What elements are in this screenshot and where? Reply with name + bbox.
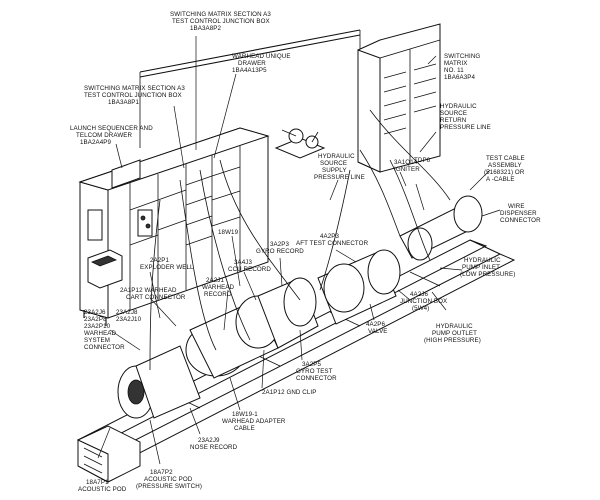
- label-sw-a3-control-box-p2: SWITCHING MATRIX SECTION A3 TEST CONTROL…: [170, 11, 273, 32]
- label-tdp6: TDP6: [414, 157, 431, 164]
- console-cabinets: [78, 127, 270, 326]
- label-warhead-system-connector: 23A2J6 23A2J8 23A2P8 23A2J10 23A2P10 WAR…: [84, 309, 143, 351]
- label-igniter: 3A1Q14 IGNITER: [394, 159, 420, 173]
- switching-matrix-cabinet: [357, 23, 441, 173]
- label-hyd-pump-outlet: HYDRAULIC PUMP OUTLET (HIGH PRESSURE): [424, 323, 481, 344]
- hydraulic-source-unit: [274, 128, 326, 159]
- label-junction-box: 4A2J6 JUNCTION BOX (5W4): [400, 291, 449, 312]
- label-aft-test: 4A2P3 AFT TEST CONNECTOR: [296, 233, 369, 247]
- label-hyd-pump-inlet: HYDRAULIC PUMP INLET (LOW PRESSURE): [460, 257, 515, 278]
- cables: [149, 109, 451, 371]
- torpedo: [117, 195, 483, 419]
- label-wire-dispenser: WIRE DISPENSER CONNECTOR: [500, 203, 541, 224]
- label-ccu-record: 3A4J3 CCU RECORD: [228, 259, 271, 273]
- label-nose-record: 23A2J9 NOSE RECORD: [190, 437, 238, 451]
- label-valve: 4A2P6 VALVE: [366, 321, 388, 335]
- label-cart-connector: 2A1P12 WARHEAD CART CONNECTOR: [120, 287, 186, 301]
- label-acoustic-pod-pressure-switch: 18A7P2 ACOUSTIC POD (PRESSURE SWITCH): [136, 469, 202, 490]
- label-warhead-record: 2A2J1 WARHEAD RECORD: [202, 277, 236, 298]
- label-hydraulic-return: HYDRAULIC SOURCE RETURN PRESSURE LINE: [440, 103, 491, 131]
- label-test-cable: TEST CABLE ASSEMBLY (5168321) OR A -CABL…: [484, 155, 527, 183]
- label-warhead-adapter-cable: 18W19-1 WARHEAD ADAPTER CABLE: [222, 411, 287, 432]
- label-exploder-well: 2A2P1 EXPLODER WELL: [140, 257, 194, 271]
- label-gyro-test: 3A2P5 GYRO TEST CONNECTOR: [296, 361, 337, 382]
- leader-lines: [97, 36, 501, 465]
- label-launch-sequencer: LAUNCH SEQUENCER AND TELCOM DRAWER 1BA2A…: [70, 125, 155, 146]
- label-hydraulic-supply: HYDRAULIC SOURCE SUPPLY PRESSURE LINE: [314, 153, 365, 181]
- label-gnd-clip: 2A1P12 GND CLIP: [262, 389, 316, 396]
- overhead-cable-rail: [139, 29, 361, 148]
- label-acoustic-pod: 18A7P1 ACOUSTIC POD: [78, 479, 127, 493]
- label-gyro-record: 3A2P3 GYRO RECORD: [256, 241, 304, 255]
- labels: SWITCHING MATRIX SECTION A3 TEST CONTROL…: [70, 11, 541, 493]
- label-switching-matrix-11: SWITCHING MATRIX NO. 11 1BA6A3P4: [444, 53, 482, 81]
- label-warhead-unique-drawer: WARHEAD UNIQUE DRAWER 1BA4A13P5: [232, 53, 292, 74]
- label-sw-a3-control-box-p1: SWITCHING MATRIX SECTION A3 TEST CONTROL…: [84, 85, 187, 106]
- label-18w19: 18W19: [218, 229, 239, 236]
